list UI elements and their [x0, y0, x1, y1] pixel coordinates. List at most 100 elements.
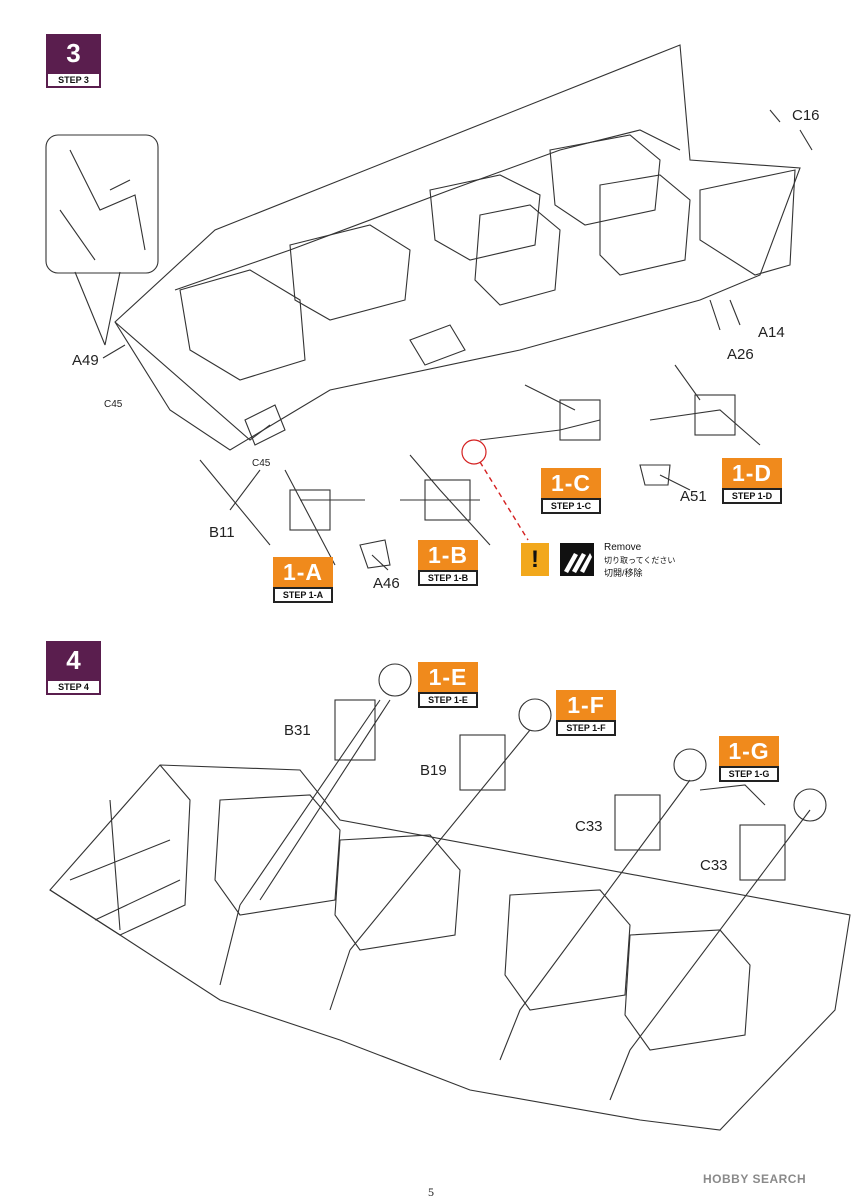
substep-1f-ref: STEP 1-F [556, 720, 616, 736]
hull-step4-front [49, 764, 191, 936]
step-3-badge: 3 STEP 3 [46, 34, 101, 88]
step-3-label-prefix: STEP [58, 75, 82, 85]
page-number: 5 [428, 1185, 434, 1199]
substep-1g-code: 1-G [719, 736, 779, 766]
part-label-a26: A26 [727, 346, 754, 363]
step-4-label-prefix: STEP [58, 682, 82, 692]
hull-step4-outline [49, 764, 851, 1131]
substep-1g-ref-value: 1-G [754, 769, 770, 779]
substep-1a-code: 1-A [273, 557, 333, 587]
substep-1d-badge: 1-D STEP 1-D [722, 458, 782, 504]
step-4-label-value: 4 [83, 682, 89, 692]
hull-step3-box5 [474, 204, 561, 306]
hull-step3-edge [114, 321, 271, 441]
part-label-c33-right: C33 [700, 857, 728, 874]
part-label-c45-left: C45 [104, 399, 123, 410]
a51-part [639, 464, 671, 486]
step-3-label: STEP 3 [46, 72, 101, 88]
hull-step3-inner [174, 129, 681, 291]
suspension-1c [479, 384, 601, 441]
substep-1c-code: 1-C [541, 468, 601, 498]
part-label-c45-right: C45 [252, 458, 271, 469]
substep-1d-ref-prefix: STEP [731, 491, 756, 501]
hull-step3-box3 [429, 174, 541, 261]
substep-1b-badge: 1-B STEP 1-B [418, 540, 478, 586]
substep-1b-code: 1-B [418, 540, 478, 570]
substep-1c-badge: 1-C STEP 1-C [541, 468, 601, 514]
part-label-b31: B31 [284, 722, 311, 739]
remove-text-jp: 切り取ってください [604, 556, 676, 565]
hull-step4-box3 [504, 889, 631, 1011]
substep-1a-ref: STEP 1-A [273, 587, 333, 603]
hull-step4-grid [69, 799, 181, 931]
torsion-units-step4 [334, 663, 827, 881]
arms-step4 [219, 699, 811, 1101]
substep-1f-badge: 1-F STEP 1-F [556, 690, 616, 736]
suspension-1b [400, 454, 491, 546]
substep-1f-ref-prefix: STEP [566, 723, 590, 733]
substep-1a-badge: 1-A STEP 1-A [273, 557, 333, 603]
step-4-number: 4 [46, 641, 101, 679]
inset-bubble [45, 134, 159, 274]
part-label-c33-left: C33 [575, 818, 603, 835]
hull-step3-plate1 [244, 404, 286, 446]
substep-1f-code: 1-F [556, 690, 616, 720]
substep-1g-badge: 1-G STEP 1-G [719, 736, 779, 782]
warning-icon: ! [521, 543, 549, 576]
step-4-badge: 4 STEP 4 [46, 641, 101, 695]
substep-1b-ref-prefix: STEP [427, 573, 452, 583]
substep-1d-ref-value: 1-D [757, 491, 773, 501]
hull-step4-box1 [214, 794, 341, 916]
substep-1a-ref-prefix: STEP [282, 590, 307, 600]
substep-1e-ref-value: 1-E [453, 695, 468, 705]
a46-part [359, 539, 391, 569]
step-3-label-value: 3 [83, 75, 89, 85]
hull-step3-box4 [549, 134, 661, 226]
substep-1e-badge: 1-E STEP 1-E [418, 662, 478, 708]
part-label-a49: A49 [72, 352, 99, 369]
remove-guide-line [479, 461, 529, 541]
hull-step3-box2 [289, 224, 411, 321]
hull-step3-box1 [179, 269, 306, 381]
substep-1b-ref-value: 1-B [453, 573, 469, 583]
substep-1d-code: 1-D [722, 458, 782, 488]
part-label-a51: A51 [680, 488, 707, 505]
leader-lines-step3 [102, 109, 813, 571]
substep-1c-ref-value: 1-C [576, 501, 592, 511]
remove-text-en: Remove [604, 542, 642, 553]
inset-pointer [74, 271, 121, 346]
remove-marker-circle [461, 439, 487, 465]
suspension-1d [649, 364, 761, 446]
inset-bubble-detail [59, 149, 146, 261]
hull-step3-plate2 [409, 324, 466, 366]
substep-1e-code: 1-E [418, 662, 478, 692]
part-label-a14: A14 [758, 324, 785, 341]
hull-step3-box6 [599, 174, 691, 276]
substep-1d-ref: STEP 1-D [722, 488, 782, 504]
substep-1g-ref: STEP 1-G [719, 766, 779, 782]
suspension-1a [199, 459, 365, 566]
step-4-label: STEP 4 [46, 679, 101, 695]
substep-1b-ref: STEP 1-B [418, 570, 478, 586]
step-3-number: 3 [46, 34, 101, 72]
part-label-c16: C16 [792, 107, 820, 124]
remove-notice-text: Remove 切り取ってください 切開/移除 [604, 541, 675, 580]
hull-step4-box2 [334, 834, 461, 951]
hull-step3-outline [114, 44, 801, 451]
part-label-b11: B11 [209, 524, 235, 541]
substep-1f-ref-value: 1-F [592, 723, 606, 733]
substep-1c-ref: STEP 1-C [541, 498, 601, 514]
remove-text-cn: 切開/移除 [604, 568, 643, 578]
substep-1g-ref-prefix: STEP [728, 769, 752, 779]
hull-step3-rear [699, 169, 796, 276]
leader-lines-step4 [699, 784, 766, 806]
cut-tool-icon [560, 543, 594, 576]
part-label-a46: A46 [373, 575, 400, 592]
substep-1c-ref-prefix: STEP [550, 501, 575, 511]
part-label-b19: B19 [420, 762, 447, 779]
substep-1a-ref-value: 1-A [308, 590, 324, 600]
substep-1e-ref: STEP 1-E [418, 692, 478, 708]
watermark: HOBBY SEARCH [703, 1172, 807, 1186]
substep-1e-ref-prefix: STEP [428, 695, 452, 705]
